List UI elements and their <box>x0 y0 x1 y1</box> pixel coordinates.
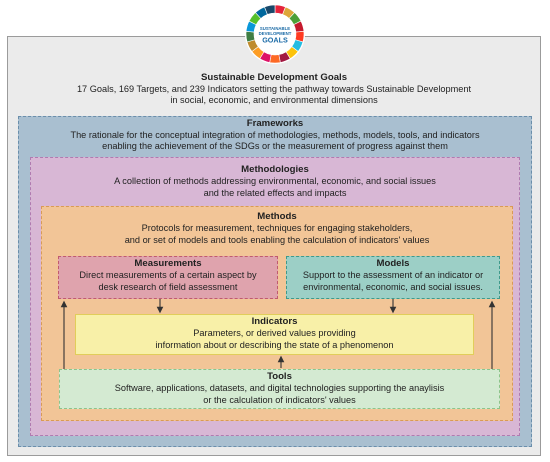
models-box: Models Support to the assessment of an i… <box>286 256 500 299</box>
methodologies-title: Methodologies <box>241 164 309 175</box>
logo-line1: SUSTAINABLE <box>260 26 290 31</box>
tools-box: Tools Software, applications, datasets, … <box>59 369 500 409</box>
frameworks-description-line1: The rationale for the conceptual integra… <box>70 130 480 140</box>
frameworks-description-line2: enabling the achievement of the SDGs or … <box>102 141 448 151</box>
measurements-title: Measurements <box>134 258 202 269</box>
sdg-description-line1: 17 Goals, 169 Targets, and 239 Indicator… <box>76 84 472 94</box>
sdg-wheel-segment <box>245 30 256 43</box>
indicators-description-line1: Parameters, or derived values providing <box>193 328 356 338</box>
indicators-title: Indicators <box>251 316 298 327</box>
sdg-title: Sustainable Development Goals <box>200 72 348 83</box>
tools-description-line1: Software, applications, datasets, and di… <box>114 383 445 393</box>
measurements-box: Measurements Direct measurements of a ce… <box>58 256 278 299</box>
models-description-line2: environmental, economic, and social issu… <box>303 282 483 292</box>
methods-description-line2: and or set of models and tools enabling … <box>124 235 430 245</box>
methodologies-description-line2: and the related effects and impacts <box>203 188 347 198</box>
frameworks-title: Frameworks <box>246 118 304 129</box>
measurements-description-line1: Direct measurements of a certain aspect … <box>79 270 257 280</box>
indicators-description-line2: information about or describing the stat… <box>155 340 394 350</box>
methods-title: Methods <box>257 211 297 222</box>
tools-title: Tools <box>267 371 292 382</box>
logo-line3: GOALS <box>262 36 288 45</box>
sdg-logo: SUSTAINABLE DEVELOPMENT GOALS <box>244 3 306 65</box>
sdg-wheel-segment <box>264 4 276 15</box>
methods-description-line1: Protocols for measurement, techniques fo… <box>141 223 413 233</box>
logo-line2: DEVELOPMENT <box>259 31 292 36</box>
sdg-description-line2: in social, economic, and environmental d… <box>170 95 378 105</box>
models-title: Models <box>376 258 410 269</box>
models-description-line1: Support to the assessment of an indicato… <box>302 270 484 280</box>
methodologies-description-line1: A collection of methods addressing envir… <box>114 176 436 186</box>
sdg-wheel-segment <box>269 54 281 64</box>
indicators-box: Indicators Parameters, or derived values… <box>75 314 474 355</box>
sdg-wheel-icon: SUSTAINABLE DEVELOPMENT GOALS <box>245 4 305 64</box>
tools-description-line2: or the calculation of indicators' values <box>203 395 356 405</box>
measurements-description-line2: desk research of field assessment <box>98 282 238 292</box>
